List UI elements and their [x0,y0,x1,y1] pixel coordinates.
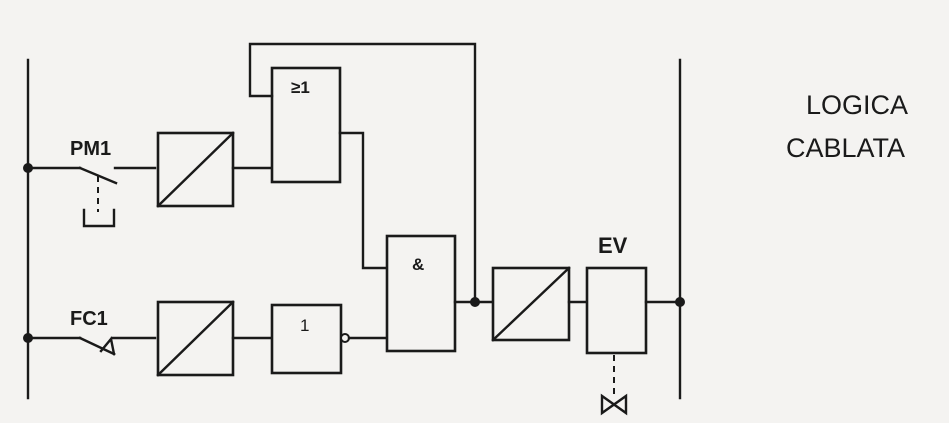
or-gate [270,66,342,184]
and-gate [385,234,457,353]
pm1-pressure-switch [26,166,157,228]
converter-fc1 [156,300,235,377]
wire-or-to-and [338,131,389,270]
converter-output [491,266,571,342]
converter-pm1 [156,131,235,208]
valve-icon [600,393,628,416]
self-hold-feedback-wire [248,42,477,304]
ev-label: EV [598,233,628,258]
fc1-limit-switch [26,336,157,356]
pm1-label: PM1 [70,138,111,160]
or-gate-label: ≥1 [291,78,310,97]
title-line-2: CABLATA [786,133,905,163]
not-gate-label: 1 [300,316,309,335]
and-gate-label: & [412,255,424,274]
ev-solenoid-box [585,266,648,355]
title-line-1: LOGICA [806,90,908,120]
fc1-label: FC1 [70,308,108,330]
